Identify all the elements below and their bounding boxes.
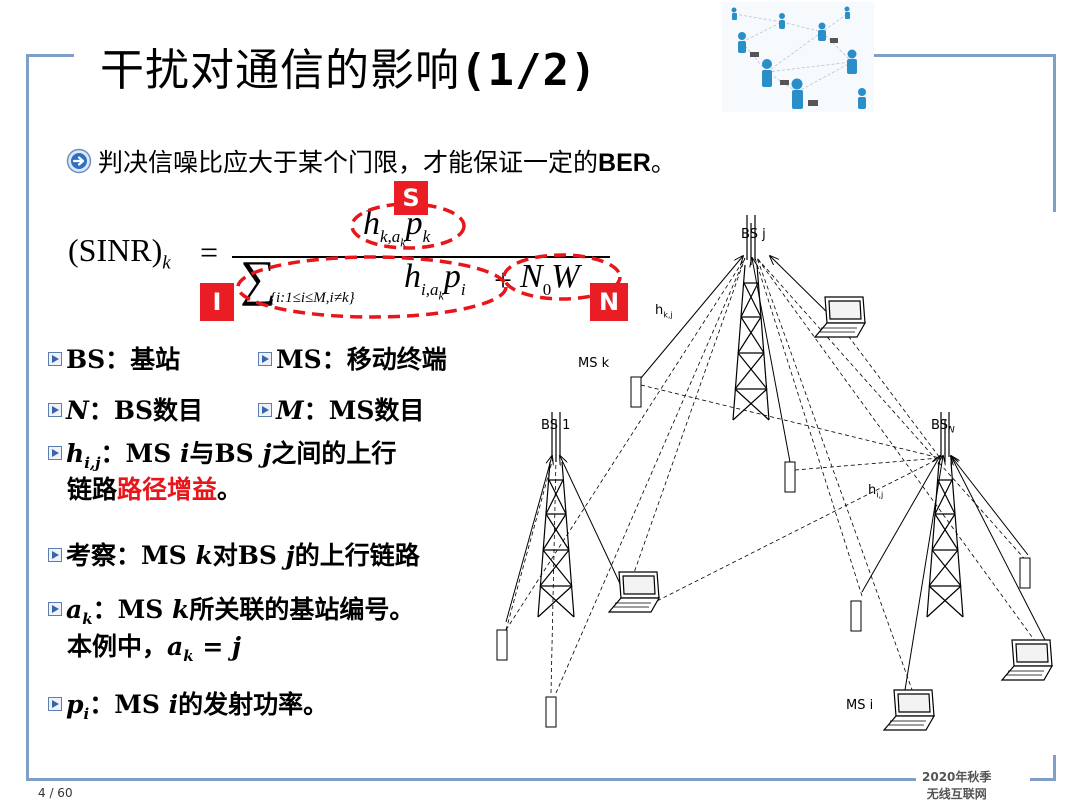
lead-statement: 判决信噪比应大于某个门限，才能保证一定的BER。 bbox=[98, 148, 676, 177]
frame-bottom bbox=[26, 778, 916, 781]
bullet-ak-cont: 本例中，ak = j bbox=[67, 632, 242, 665]
bullet-bs: BS：基站 bbox=[48, 343, 180, 377]
bullet-icon bbox=[48, 446, 62, 460]
bullet-icon bbox=[258, 403, 272, 417]
page-number: 4 / 60 bbox=[38, 786, 73, 800]
course-name: 无线互联网 bbox=[926, 787, 987, 801]
frame-right-upper bbox=[1053, 54, 1056, 212]
bullet-pi: pi：MS i的发射功率。 bbox=[48, 688, 328, 731]
frame-bottom-right bbox=[1030, 778, 1056, 781]
bullet-icon bbox=[48, 352, 62, 366]
signal-badge: S bbox=[394, 181, 428, 215]
label-ms-i: MS i bbox=[846, 698, 874, 713]
eq-numerator: hk,akpk bbox=[363, 205, 431, 250]
fraction-bar bbox=[232, 256, 610, 258]
bullet-icon bbox=[48, 602, 62, 616]
eq-sum-range: {i:1≤i≤M,i≠k} bbox=[270, 290, 355, 306]
noise-badge: N bbox=[590, 283, 628, 321]
bullet-icon bbox=[258, 352, 272, 366]
eq-equals: = bbox=[200, 234, 219, 270]
label-ms-k: MS k bbox=[578, 356, 610, 371]
label-bs-j: BS j bbox=[741, 227, 766, 242]
bullet-m: M：MS数目 bbox=[258, 394, 424, 428]
tower-bs-1 bbox=[537, 411, 575, 618]
bullet-hij: hi,j：MS i与BS j之间的上行 bbox=[48, 437, 396, 480]
eq-lhs: (SINR)k bbox=[68, 232, 171, 274]
frame-right-lower bbox=[1053, 755, 1056, 781]
page-title: 干扰对通信的影响(1/2) bbox=[100, 45, 598, 96]
label-bs-1: BS 1 bbox=[541, 418, 571, 433]
frame-top-left bbox=[26, 54, 74, 57]
bullet-kc: 考察：MS k对BS j的上行链路 bbox=[48, 539, 420, 573]
bullet-icon bbox=[48, 403, 62, 417]
frame-top-right bbox=[868, 54, 1056, 57]
bullet-n: N：BS数目 bbox=[48, 394, 203, 428]
label-bs-n: BSN bbox=[931, 418, 955, 436]
sinr-equation: (SINR)k = hk,akpk ∑ {i:1≤i≤M,i≠k} hi,akp… bbox=[0, 0, 640, 340]
laptops bbox=[608, 296, 1053, 731]
interference-badge: I bbox=[200, 283, 234, 321]
tower-bs-n bbox=[926, 411, 964, 618]
frame-left bbox=[26, 54, 29, 780]
bullet-ak: ak：MS k所关联的基站编号。 bbox=[48, 593, 414, 636]
eq-noise: N0W bbox=[520, 258, 580, 299]
bullet-ms: MS：移动终端 bbox=[258, 343, 447, 377]
tower-bs-j bbox=[732, 214, 770, 421]
course-term: 2020年秋季 bbox=[922, 770, 992, 784]
bullet-icon bbox=[48, 548, 62, 562]
eq-denominator: hi,akpi bbox=[404, 258, 466, 303]
bullet-hij-cont: 链路路径增益。 bbox=[67, 475, 243, 504]
label-h-ij: hi,j bbox=[868, 483, 884, 500]
network-people-illustration bbox=[722, 2, 874, 112]
course-label: 2020年秋季 无线互联网 bbox=[922, 769, 991, 803]
label-h-kj: hk,j bbox=[655, 303, 673, 320]
bullet-icon bbox=[48, 697, 62, 711]
arrow-circle-icon bbox=[66, 148, 92, 174]
